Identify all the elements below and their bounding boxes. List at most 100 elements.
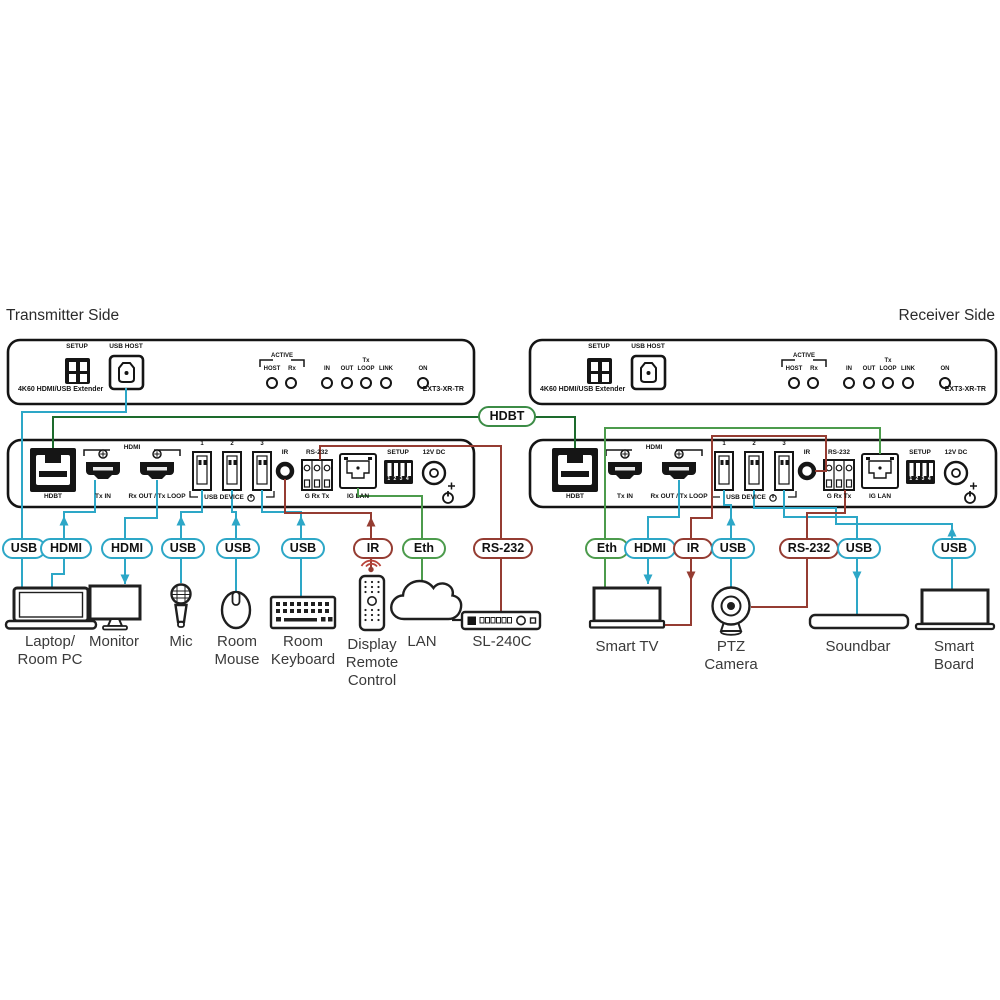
- connection-ir-remote: IR: [353, 538, 393, 559]
- connection-rs232-ptz: RS-232: [779, 538, 839, 559]
- lan-label: LAN: [407, 633, 437, 650]
- smart-board-icon: [914, 588, 996, 631]
- tx-in-label: Tx IN: [617, 493, 633, 500]
- ig-lan-label: IG LAN: [868, 493, 892, 500]
- receiver-front-panel: [528, 338, 998, 406]
- hdbt-port-label: HDBT: [43, 493, 63, 500]
- led-loop-label: LOOP: [357, 366, 375, 372]
- hdmi-group-label: HDMI: [645, 444, 663, 451]
- smart-tv-icon: [588, 586, 666, 629]
- setup-label: SETUP: [588, 343, 610, 350]
- remote-label: Display Remote Control: [345, 636, 399, 689]
- connection-usb-smartboard: USB: [932, 538, 976, 559]
- usb-host-label: USB HOST: [109, 343, 143, 350]
- smart-tv-label: Smart TV: [595, 638, 659, 655]
- led-rx-label: Rx: [288, 366, 296, 372]
- hdmi-group-label: HDMI: [123, 444, 141, 451]
- smart-board-label: Smart Board: [933, 638, 975, 673]
- rs232-port-label: RS-232: [305, 449, 329, 456]
- rx-out-label: Rx OUT / Tx LOOP: [650, 493, 708, 500]
- connection-usb-mouse: USB: [216, 538, 260, 559]
- usb2-label: 2: [752, 441, 756, 447]
- usb3-label: 3: [260, 441, 264, 447]
- microphone-icon: [170, 583, 192, 628]
- led-host-label: HOST: [263, 366, 281, 372]
- tx-in-label: Tx IN: [95, 493, 111, 500]
- receiver-front-labels: SETUP USB HOST ACTIVE HOST Rx IN OUT Tx …: [530, 340, 996, 404]
- led-out-label: OUT: [340, 366, 354, 372]
- usb-host-label: USB HOST: [631, 343, 665, 350]
- led-link-label: LINK: [901, 366, 915, 372]
- connection-eth-tv: Eth: [585, 538, 629, 559]
- ptz-camera-icon: [711, 586, 751, 636]
- led-in-label: IN: [324, 366, 330, 372]
- monitor-icon: [88, 584, 142, 631]
- ptz-camera-label: PTZ Camera: [704, 638, 758, 673]
- connection-usb-soundbar: USB: [837, 538, 881, 559]
- led-tx-label: Tx: [362, 358, 370, 364]
- transmitter-rear-labels: HDBT HDMI Tx IN Rx OUT / Tx LOOP 1 2 3 U…: [8, 440, 474, 507]
- setup-label: SETUP: [66, 343, 88, 350]
- connection-usb-laptop: USB: [2, 538, 46, 559]
- connection-usb-ptz: USB: [711, 538, 755, 559]
- usb3-label: 3: [782, 441, 786, 447]
- serial-ir-arrowheads: [366, 517, 696, 581]
- connection-hdmi-laptop: HDMI: [40, 538, 92, 559]
- mic-label: Mic: [169, 633, 193, 650]
- active-label: ACTIVE: [792, 353, 816, 359]
- mouse-icon: [220, 590, 252, 630]
- led-out-label: OUT: [862, 366, 876, 372]
- ir-port-label: IR: [803, 449, 811, 456]
- model-label: EXT3-XR-TR: [422, 386, 464, 393]
- mouse-label: Room Mouse: [214, 633, 260, 668]
- led-on-label: ON: [418, 366, 428, 372]
- led-in-label: IN: [846, 366, 852, 372]
- usb1-label: 1: [722, 441, 726, 447]
- product-label: 4K60 HDMI/USB Extender: [18, 386, 104, 393]
- receiver-rear-labels: HDBT HDMI Tx IN Rx OUT / Tx LOOP 1 2 3 U…: [530, 440, 996, 507]
- usb-device-label: USB DEVICE: [204, 494, 244, 501]
- rs232-port-label: RS-232: [827, 449, 851, 456]
- hdbt-link-label: HDBT: [478, 406, 536, 427]
- usb2-label: 2: [230, 441, 234, 447]
- usb1-label: 1: [200, 441, 204, 447]
- led-rx-label: Rx: [810, 366, 818, 372]
- monitor-label: Monitor: [88, 633, 140, 650]
- lan-cloud-icon: [390, 579, 463, 621]
- laptop-label: Laptop/ Room PC: [17, 633, 83, 668]
- setup-port-label: SETUP: [909, 449, 931, 456]
- model-label: EXT3-XR-TR: [944, 386, 986, 393]
- connection-eth-lan: Eth: [402, 538, 446, 559]
- led-host-label: HOST: [785, 366, 803, 372]
- connection-usb-mic: USB: [161, 538, 205, 559]
- led-loop-label: LOOP: [879, 366, 897, 372]
- transmitter-side-heading: Transmitter Side: [6, 307, 120, 324]
- active-label: ACTIVE: [270, 353, 294, 359]
- led-on-label: ON: [940, 366, 950, 372]
- ig-lan-label: IG LAN: [346, 493, 370, 500]
- setup-port-label: SETUP: [387, 449, 409, 456]
- power-label: 12V DC: [422, 449, 446, 456]
- usb-device-label: USB DEVICE: [726, 494, 766, 501]
- rx-out-label: Rx OUT / Tx LOOP: [128, 493, 186, 500]
- power-label: 12V DC: [944, 449, 968, 456]
- led-link-label: LINK: [379, 366, 393, 372]
- keyboard-icon: [269, 595, 337, 630]
- remote-control-icon: [358, 559, 386, 632]
- product-label: 4K60 HDMI/USB Extender: [540, 386, 626, 393]
- usb-hdmi-arrowheads: [59, 516, 957, 584]
- dip-numbers: 1 2 3 4: [909, 476, 932, 482]
- transmitter-front-panel: [6, 338, 476, 406]
- ir-port-label: IR: [281, 449, 289, 456]
- connection-ir-tv: IR: [673, 538, 713, 559]
- connection-hdmi-monitor: HDMI: [101, 538, 153, 559]
- connection-rs232-sl240c: RS-232: [473, 538, 533, 559]
- sl240c-label: SL-240C: [472, 633, 532, 650]
- hdbt-port-label: HDBT: [565, 493, 585, 500]
- keyboard-label: Room Keyboard: [270, 633, 336, 668]
- connection-usb-keyboard: USB: [281, 538, 325, 559]
- soundbar-icon: [808, 613, 910, 630]
- laptop-icon: [4, 586, 98, 630]
- connection-hdmi-tv: HDMI: [624, 538, 676, 559]
